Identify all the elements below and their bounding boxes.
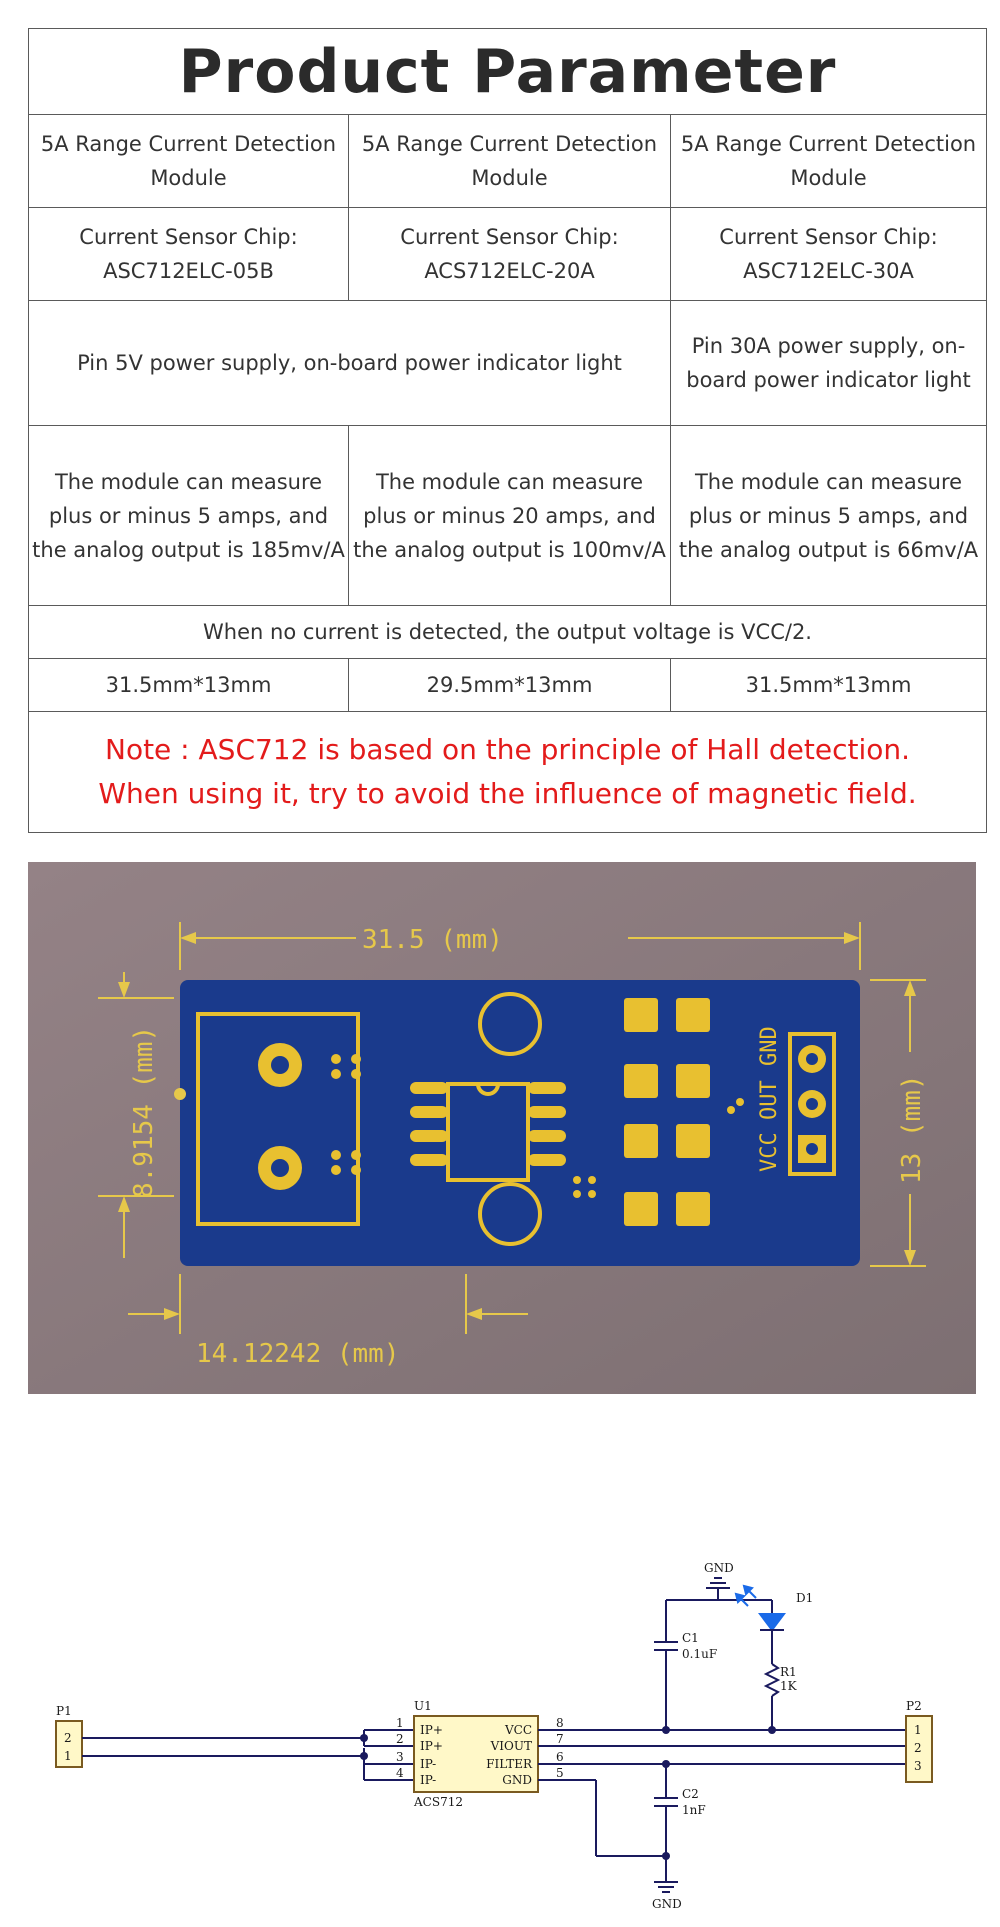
size-cell-2: 29.5mm*13mm [348, 658, 671, 712]
u1-pin-num-7: 7 [556, 1732, 564, 1746]
measure-cell-3: The module can measure plus or minus 5 a… [669, 425, 988, 606]
schematic-wires [55, 1577, 933, 1893]
u1-pin-num-3: 3 [396, 1750, 404, 1764]
page-title: Product Parameter [27, 28, 988, 115]
c2-value: 1nF [682, 1803, 706, 1817]
no-current-cell: When no current is detected, the output … [27, 605, 988, 659]
r1-value: 1K [780, 1679, 798, 1693]
c1-label: C1 [682, 1631, 699, 1645]
gnd-bottom-label: GND [652, 1897, 682, 1911]
chip-cell-1: Current Sensor Chip: ASC712ELC-05B [28, 207, 349, 301]
dimension-texts: 31.5 (mm) 13 (mm) 8.9154 (mm) 14.12242 (… [129, 925, 927, 1369]
dim-height-label: 13 (mm) [897, 1074, 927, 1184]
mount-hole-bottom [478, 1182, 542, 1246]
u1-pin-ip-minus-2: IP- [420, 1773, 436, 1787]
gnd-top-label: GND [704, 1561, 734, 1575]
p2-pin-3: 3 [914, 1759, 922, 1773]
u1-pin-gnd: GND [502, 1773, 532, 1787]
u1-pin-filter: FILTER [486, 1757, 533, 1771]
power-cell-30a: Pin 30A power supply, on-board power ind… [669, 300, 988, 426]
p1-label: P1 [56, 1704, 72, 1718]
junctions [360, 1726, 776, 1860]
p2-pin-2: 2 [914, 1741, 922, 1755]
p2-pin-1: 1 [914, 1723, 922, 1737]
pin-label-out: OUT [757, 1080, 782, 1120]
u1-pin-num-4: 4 [396, 1766, 404, 1780]
u1-pin-num-6: 6 [556, 1750, 564, 1764]
terminal-outline [196, 1012, 360, 1226]
terminal-pads [258, 1043, 302, 1190]
u1-pin-num-1: 1 [396, 1716, 404, 1730]
measure-cell-1: The module can measure plus or minus 5 a… [28, 425, 349, 606]
chip-cell-3: Current Sensor Chip: ASC712ELC-30A [669, 207, 988, 301]
pin-label-gnd: GND [757, 1026, 782, 1066]
r1-label: R1 [780, 1665, 797, 1679]
u1-pin-vcc: VCC [504, 1723, 532, 1737]
ic-footprint [410, 1082, 566, 1182]
module-cell-1: 5A Range Current Detection Module [28, 114, 349, 208]
p2-label: P2 [906, 1699, 922, 1713]
product-parameter-table: Product Parameter 5A Range Current Detec… [27, 28, 988, 833]
chip-cell-2: Current Sensor Chip: ACS712ELC-20A [348, 207, 671, 301]
pcb-drawing: VCC OUT GND [28, 862, 976, 1394]
size-cell-1: 31.5mm*13mm [28, 658, 349, 712]
u1-pin-num-8: 8 [556, 1716, 564, 1730]
schematic-diagram: P1 2 1 U1 ACS712 1 2 3 4 IP+ IP+ IP- IP-… [0, 1480, 1000, 1927]
u1-pin-ip-minus-1: IP- [420, 1757, 436, 1771]
p1-pin-2: 2 [64, 1731, 72, 1745]
measure-cell-2: The module can measure plus or minus 20 … [348, 425, 671, 606]
dim-left-label: 8.9154 (mm) [129, 1026, 159, 1198]
c2-label: C2 [682, 1787, 699, 1801]
module-cell-2: 5A Range Current Detection Module [348, 114, 671, 208]
dim-length-label: 31.5 (mm) [362, 925, 503, 955]
pin-label-vcc: VCC [757, 1132, 782, 1172]
note-cell: Note : ASC712 is based on the principle … [27, 711, 988, 833]
dimension-lines [98, 922, 926, 1334]
u1-pin-num-2: 2 [396, 1732, 404, 1746]
u1-pin-viout: VIOUT [490, 1739, 532, 1753]
vias [331, 1054, 744, 1198]
u1-part: ACS712 [413, 1795, 463, 1809]
schematic-labels: P1 2 1 U1 ACS712 1 2 3 4 IP+ IP+ IP- IP-… [56, 1561, 922, 1911]
c1-value: 0.1uF [682, 1647, 717, 1661]
module-cell-3: 5A Range Current Detection Module [669, 114, 988, 208]
u1-label: U1 [414, 1699, 432, 1713]
size-cell-3: 31.5mm*13mm [669, 658, 988, 712]
note-line-2: When using it, try to avoid the influenc… [98, 777, 917, 810]
pin-labels: VCC OUT GND [757, 1026, 782, 1172]
p1-pin-1: 1 [64, 1749, 72, 1763]
d1-label: D1 [796, 1591, 813, 1605]
led-arrows [734, 1584, 757, 1607]
u1-pin-num-5: 5 [556, 1766, 564, 1780]
u1-pin-ip-plus-1: IP+ [420, 1723, 443, 1737]
dim-bottom-label: 14.12242 (mm) [196, 1339, 400, 1369]
u1-pin-ip-plus-2: IP+ [420, 1739, 443, 1753]
smd-pads [624, 998, 710, 1226]
power-cell-5v: Pin 5V power supply, on-board power indi… [28, 300, 671, 426]
note-line-1: Note : ASC712 is based on the principle … [105, 733, 911, 766]
pin-header [788, 1032, 836, 1176]
mount-hole-top [478, 992, 542, 1056]
